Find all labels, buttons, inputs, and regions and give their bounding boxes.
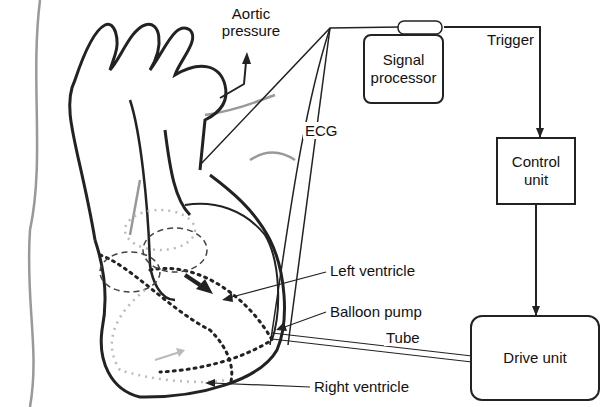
- processor-box: Signal processor: [363, 34, 444, 104]
- control-box: Control unit: [496, 137, 576, 205]
- balloon-pump: [150, 268, 272, 372]
- box-text: Control unit: [498, 153, 574, 189]
- part-label: Left ventricle: [328, 262, 417, 279]
- connector-capsule: [398, 21, 442, 34]
- box-text: Signal processor: [365, 51, 442, 87]
- signal-arrow: [444, 27, 540, 137]
- part-label: Aortic pressure: [214, 5, 288, 39]
- part-label: ECG: [303, 122, 340, 139]
- part-label: Right ventricle: [312, 378, 411, 395]
- part-label: Balloon pump: [328, 303, 424, 320]
- part-label: Tube: [384, 329, 422, 346]
- heart-outline: [95, 175, 284, 397]
- edge-label: Trigger: [485, 31, 536, 48]
- signal-arrow: [535, 205, 537, 315]
- box-text: Drive unit: [503, 349, 566, 367]
- drive-box: Drive unit: [470, 315, 600, 401]
- body-outline: [29, 0, 40, 407]
